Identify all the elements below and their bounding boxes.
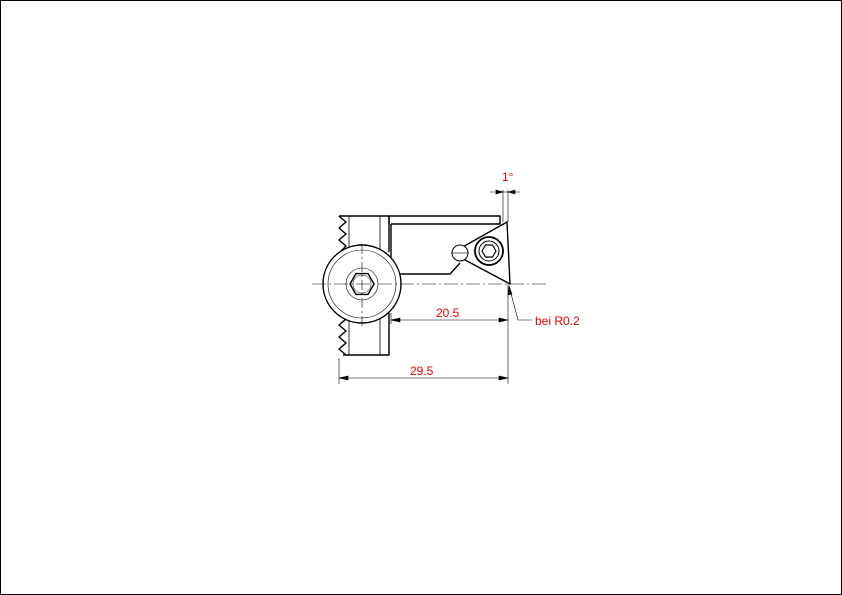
radius-leader — [508, 285, 532, 321]
break-line-bottom — [338, 312, 347, 356]
shank — [389, 215, 501, 225]
insert-hex-socket-icon — [481, 244, 497, 258]
shank-lower-edge — [400, 262, 461, 275]
inner-length-label: 20.5 — [436, 306, 460, 320]
cutting-insert — [451, 221, 511, 285]
hex-socket-icon — [349, 272, 375, 296]
angle-dimension-label: 1° — [502, 170, 514, 184]
clamp-block-bottom — [343, 313, 390, 356]
corner-radius-label: bei R0.2 — [535, 314, 580, 328]
insert-screw-inner — [478, 240, 500, 262]
total-length-label: 29.5 — [410, 364, 434, 378]
dimensions — [338, 189, 532, 384]
break-line-top — [338, 215, 347, 253]
